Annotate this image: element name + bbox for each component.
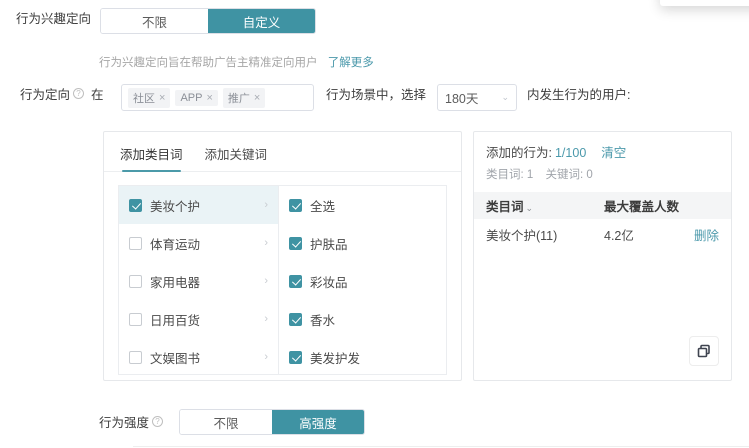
chevron-down-icon: ⌄ — [501, 92, 509, 102]
category-item[interactable]: 文娱图书 › — [119, 338, 278, 374]
sort-chevron-down-icon[interactable]: ⌄ — [525, 203, 534, 213]
subcategory-item-label: 美发护发 — [310, 351, 361, 366]
checkbox-checked-icon[interactable] — [289, 274, 302, 288]
subcategory-item-label: 全选 — [310, 199, 336, 214]
interest-targeting-label: 行为兴趣定向 — [16, 12, 92, 26]
behavior-suffix-text: 内发生行为的用户: — [527, 88, 631, 102]
tab-add-category[interactable]: 添加类目词 — [120, 144, 183, 172]
table-row: 美妆个护(11) 4.2亿 删除 — [474, 219, 731, 249]
interest-option-unlimited[interactable]: 不限 — [101, 9, 208, 33]
added-behaviors-panel: 添加的行为: 1/100 清空 类目词: 1 关键词: 0 类目词⌄ 最大覆盖人… — [473, 131, 732, 381]
subcategory-item[interactable]: 香水 — [279, 300, 446, 338]
checkbox-checked-icon[interactable] — [289, 198, 302, 212]
table-header-row: 类目词⌄ 最大覆盖人数 — [474, 192, 731, 219]
interest-help-text: 行为兴趣定向旨在帮助广告主精准定向用户 了解更多 — [99, 54, 374, 70]
stat-keyword-count: 关键词: 0 — [545, 169, 593, 181]
behavior-targeting-label: 行为定向 — [20, 88, 71, 102]
behavior-strength-segmented-control[interactable]: 不限 高强度 — [179, 409, 365, 435]
row-reach-value: 4.2亿 — [604, 228, 634, 243]
subcategory-item[interactable]: 全选 — [279, 186, 446, 224]
strength-option-unlimited[interactable]: 不限 — [180, 410, 272, 434]
chevron-right-icon: › — [264, 275, 268, 287]
category-selection-panel: 添加类目词 添加关键词 美妆个护 › 体育运动 › 家用电器 › 日用百货 — [103, 131, 462, 381]
column-header-category-label: 类目词 — [486, 200, 524, 214]
row-delete-button[interactable]: 删除 — [693, 228, 719, 243]
question-circle-icon[interactable]: ? — [73, 88, 85, 99]
checkbox-checked-icon[interactable] — [129, 198, 142, 212]
clear-all-button[interactable]: 清空 — [601, 146, 627, 160]
category-item[interactable]: 日用百货 › — [119, 300, 278, 338]
category-columns: 美妆个护 › 体育运动 › 家用电器 › 日用百货 › 文娱图书 › — [118, 185, 447, 375]
checkbox-icon[interactable] — [129, 274, 142, 288]
subcategory-item-label: 彩妆品 — [310, 275, 348, 290]
behavior-strength-label: 行为强度 — [99, 416, 150, 430]
behavior-prefix-text: 在 — [91, 88, 104, 102]
subcategory-item[interactable]: 彩妆品 — [279, 262, 446, 300]
category-item[interactable]: 家用电器 › — [119, 262, 278, 300]
behavior-strength-row: 行为强度 ? — [99, 412, 166, 431]
tag-remove-icon[interactable]: × — [206, 91, 213, 104]
column-header-reach: 最大覆盖人数 — [604, 200, 680, 214]
tag-chip[interactable]: 推广 × — [222, 87, 266, 108]
added-behaviors-label: 添加的行为: — [486, 146, 552, 160]
checkbox-icon[interactable] — [129, 312, 142, 326]
added-behaviors-table: 类目词⌄ 最大覆盖人数 美妆个护(11) 4.2亿 删除 — [474, 192, 731, 249]
interest-targeting-segmented-control[interactable]: 不限 自定义 — [100, 8, 316, 34]
copy-icon — [697, 344, 710, 358]
copy-icon-button[interactable] — [689, 336, 719, 366]
floating-card-partial — [660, 0, 749, 6]
chevron-right-icon: › — [264, 237, 268, 249]
subcategory-column: 全选 护肤品 彩妆品 香水 美发护发 — [279, 186, 446, 374]
added-behaviors-header: 添加的行为: 1/100 清空 类目词: 1 关键词: 0 — [474, 132, 731, 188]
checkbox-checked-icon[interactable] — [289, 236, 302, 250]
strength-option-high[interactable]: 高强度 — [272, 410, 364, 434]
tag-label: 社区 — [133, 92, 155, 105]
tag-label: 推广 — [227, 92, 250, 105]
panel-tabs: 添加类目词 添加关键词 — [104, 132, 461, 172]
subcategory-item-label: 香水 — [310, 313, 336, 328]
subcategory-item-label: 护肤品 — [310, 237, 348, 252]
category-item[interactable]: 美妆个护 › — [119, 186, 278, 224]
checkbox-icon[interactable] — [129, 350, 142, 364]
interest-targeting-row: 行为兴趣定向 — [16, 8, 91, 27]
tab-add-keyword[interactable]: 添加关键词 — [204, 148, 268, 162]
checkbox-icon[interactable] — [129, 236, 142, 250]
category-item[interactable]: 体育运动 › — [119, 224, 278, 262]
tag-remove-icon[interactable]: × — [253, 91, 261, 104]
learn-more-link[interactable]: 了解更多 — [327, 57, 374, 69]
subcategory-item[interactable]: 护肤品 — [279, 224, 446, 262]
interest-option-custom[interactable]: 自定义 — [208, 9, 315, 33]
subcategory-item[interactable]: 美发护发 — [279, 338, 446, 374]
category-item-label: 家用电器 — [150, 275, 201, 290]
tag-chip[interactable]: 社区 × — [128, 87, 171, 108]
chevron-right-icon: › — [264, 351, 268, 363]
behavior-mid-text: 行为场景中，选择 — [326, 88, 427, 102]
period-select[interactable]: 180天 ⌄ — [437, 84, 517, 111]
interest-help-description: 行为兴趣定向旨在帮助广告主精准定向用户 — [99, 57, 318, 69]
category-column: 美妆个护 › 体育运动 › 家用电器 › 日用百货 › 文娱图书 › — [119, 186, 279, 374]
category-item-label: 美妆个护 — [150, 199, 201, 214]
behavior-targeting-row: 行为定向 ? 在 — [20, 84, 104, 103]
chevron-right-icon: › — [264, 313, 268, 325]
category-item-label: 体育运动 — [150, 237, 201, 252]
chevron-right-icon: › — [264, 199, 268, 211]
added-behaviors-count: 1/100 — [554, 146, 587, 160]
question-circle-icon[interactable]: ? — [152, 416, 164, 427]
stat-category-count: 类目词: 1 — [486, 169, 534, 181]
checkbox-checked-icon[interactable] — [289, 350, 302, 364]
checkbox-checked-icon[interactable] — [289, 312, 302, 326]
tag-chip[interactable]: APP × — [175, 89, 218, 106]
column-header-category[interactable]: 类目词⌄ — [486, 196, 604, 215]
period-select-value: 180天 — [445, 92, 479, 106]
behavior-scene-tag-input[interactable]: 社区 × APP × 推广 × — [121, 84, 314, 111]
category-item-label: 文娱图书 — [150, 351, 201, 366]
tag-label: APP — [180, 91, 203, 104]
row-category-name: 美妆个护(11) — [486, 228, 558, 243]
category-item-label: 日用百货 — [150, 313, 201, 328]
bottom-divider — [133, 446, 749, 447]
tag-remove-icon[interactable]: × — [159, 91, 166, 104]
